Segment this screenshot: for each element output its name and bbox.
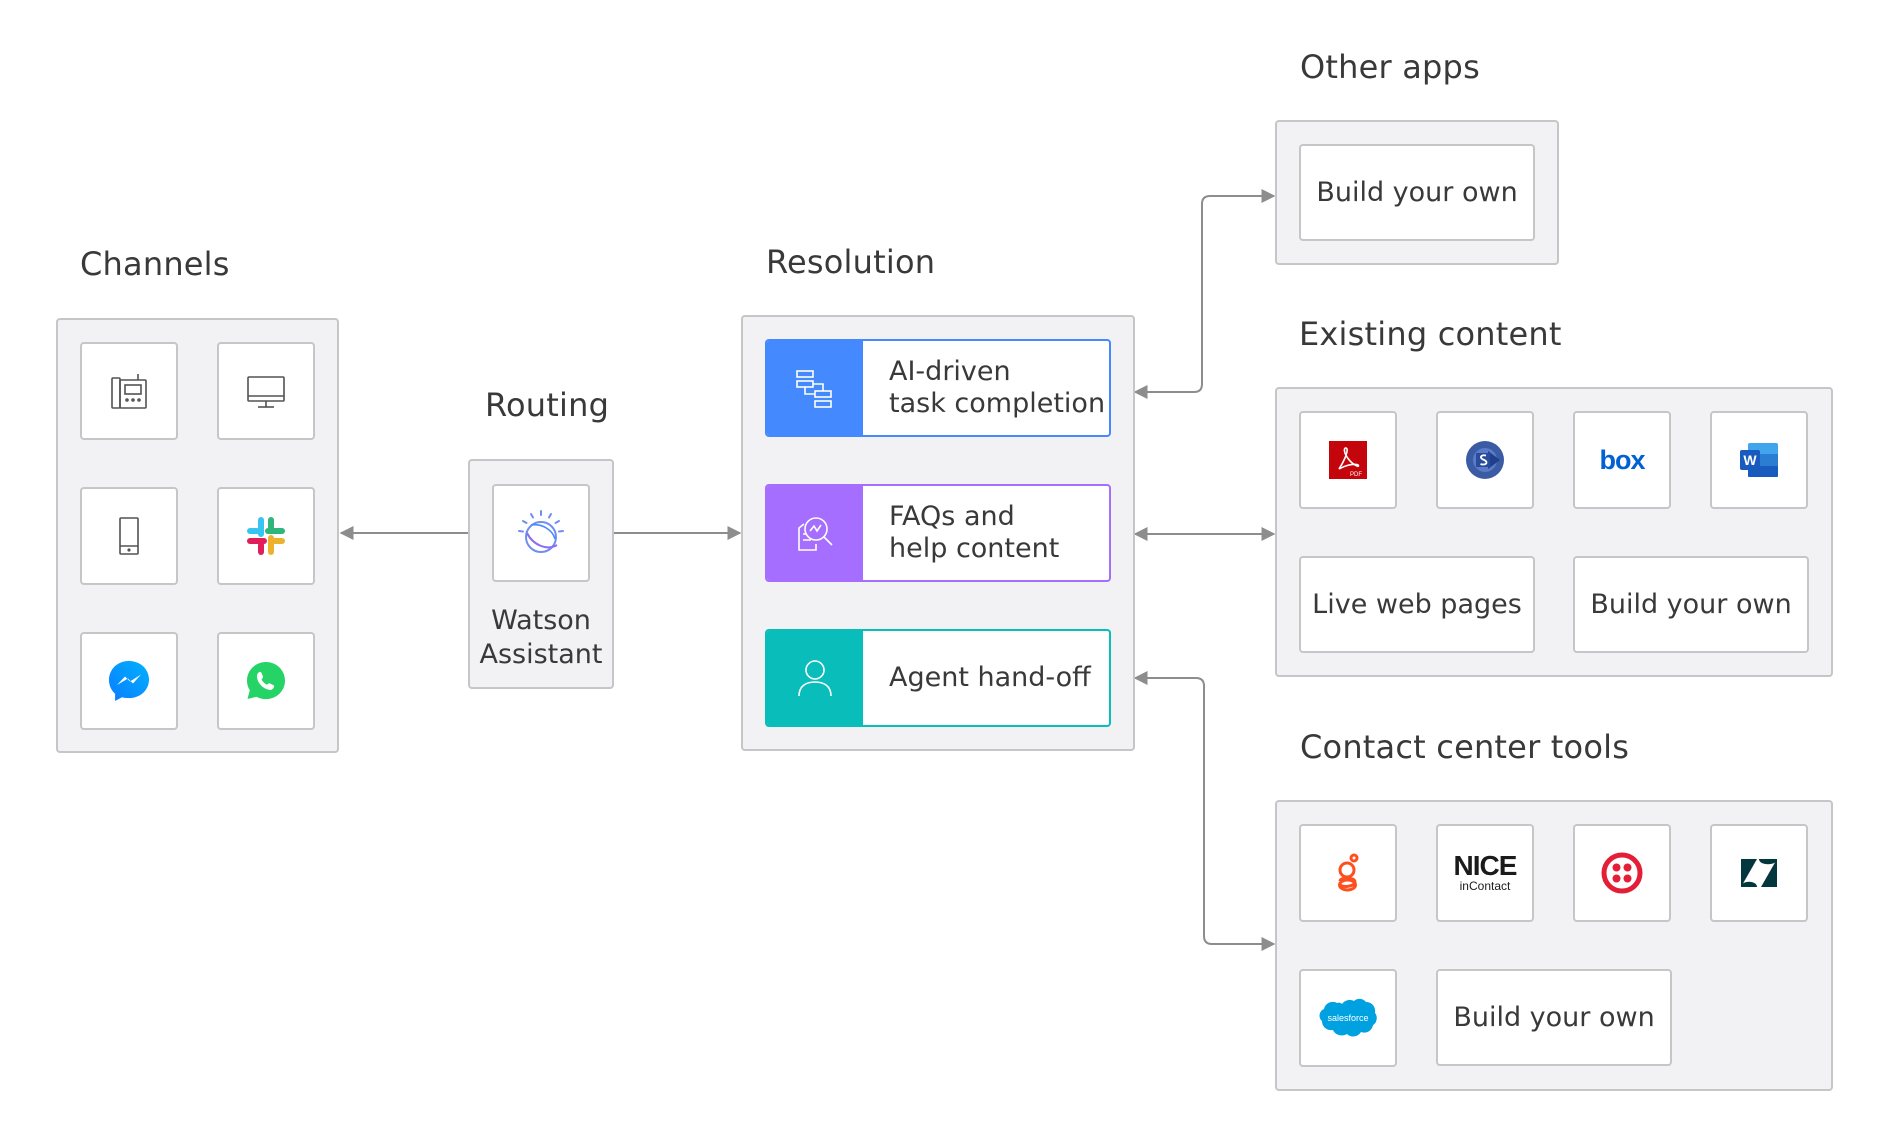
tool-twilio[interactable]	[1573, 824, 1671, 922]
resolution-heading: Resolution	[766, 243, 936, 281]
mobile-icon	[119, 517, 139, 555]
tool-build-your-own[interactable]: Build your own	[1436, 969, 1672, 1066]
genesys-icon	[1338, 853, 1359, 892]
tool-nice-incontact[interactable]: NICE inContact	[1436, 824, 1534, 922]
resolution-ai-task-line1: AI-driven	[889, 356, 1011, 387]
resolution-faqs[interactable]: FAQs and help content	[765, 484, 1111, 582]
arrow-resolution-other-apps	[1133, 189, 1276, 399]
tool-zendesk[interactable]	[1710, 824, 1808, 922]
watson-assistant-tile[interactable]	[492, 484, 590, 582]
user-icon	[798, 660, 832, 697]
incontact-logo-text: inContact	[1459, 879, 1511, 893]
twilio-icon	[1601, 852, 1643, 894]
box-logo: box	[1599, 444, 1645, 475]
sharepoint-icon	[1466, 441, 1504, 479]
channels-heading: Channels	[80, 245, 230, 283]
whatsapp-icon	[247, 662, 285, 700]
word-icon: W	[1740, 443, 1778, 477]
nice-logo-text: NICE	[1453, 850, 1518, 881]
pdf-label: PDF	[1350, 472, 1362, 478]
watson-label-line1: Watson	[491, 605, 591, 636]
watson-assistant-label: Watson Assistant	[469, 604, 613, 672]
content-box[interactable]: box	[1573, 411, 1671, 509]
tool-salesforce[interactable]: salesforce	[1299, 969, 1397, 1067]
watson-label-line2: Assistant	[479, 639, 603, 670]
resolution-ai-task[interactable]: AI-driven task completion	[765, 339, 1111, 437]
resolution-agent-handoff[interactable]: Agent hand-off	[765, 629, 1111, 727]
content-sharepoint[interactable]	[1436, 411, 1534, 509]
word-letter: W	[1743, 452, 1757, 468]
desk-phone-icon	[111, 374, 147, 409]
contact-center-heading: Contact center tools	[1300, 728, 1630, 766]
content-live-web-pages[interactable]: Live web pages	[1299, 556, 1535, 653]
resolution-agent-line1: Agent hand-off	[889, 662, 1091, 693]
slack-icon	[247, 517, 285, 555]
desktop-monitor-icon	[247, 376, 285, 408]
channel-messenger[interactable]	[80, 632, 178, 730]
content-adobe-pdf[interactable]: PDF	[1299, 411, 1397, 509]
salesforce-icon: salesforce	[1319, 998, 1377, 1037]
channel-whatsapp[interactable]	[217, 632, 315, 730]
resolution-faqs-line1: FAQs and	[889, 501, 1015, 532]
resolution-faqs-line2: help content	[889, 533, 1060, 564]
resolution-ai-task-band	[767, 341, 863, 435]
channel-mobile[interactable]	[80, 487, 178, 585]
salesforce-logo-text: salesforce	[1327, 1013, 1368, 1023]
channel-web[interactable]	[217, 342, 315, 440]
content-search-icon	[798, 517, 833, 551]
resolution-agent-band	[767, 631, 863, 725]
routing-heading: Routing	[485, 386, 610, 424]
other-apps-build-your-own[interactable]: Build your own	[1299, 144, 1535, 241]
tool-genesys[interactable]	[1299, 824, 1397, 922]
content-build-your-own[interactable]: Build your own	[1573, 556, 1809, 653]
arrow-resolution-contact-center	[1133, 671, 1276, 951]
other-apps-heading: Other apps	[1300, 48, 1480, 86]
resolution-ai-task-line2: task completion	[889, 388, 1106, 419]
messenger-icon	[109, 661, 149, 701]
resolution-faqs-band	[767, 486, 863, 580]
content-word[interactable]: W	[1710, 411, 1808, 509]
flowchart-icon	[796, 370, 832, 408]
channel-slack[interactable]	[217, 487, 315, 585]
zendesk-icon	[1741, 859, 1777, 887]
existing-content-heading: Existing content	[1299, 315, 1562, 353]
channel-phone[interactable]	[80, 342, 178, 440]
adobe-pdf-icon: PDF	[1329, 441, 1367, 479]
watson-globe-icon	[518, 510, 564, 553]
